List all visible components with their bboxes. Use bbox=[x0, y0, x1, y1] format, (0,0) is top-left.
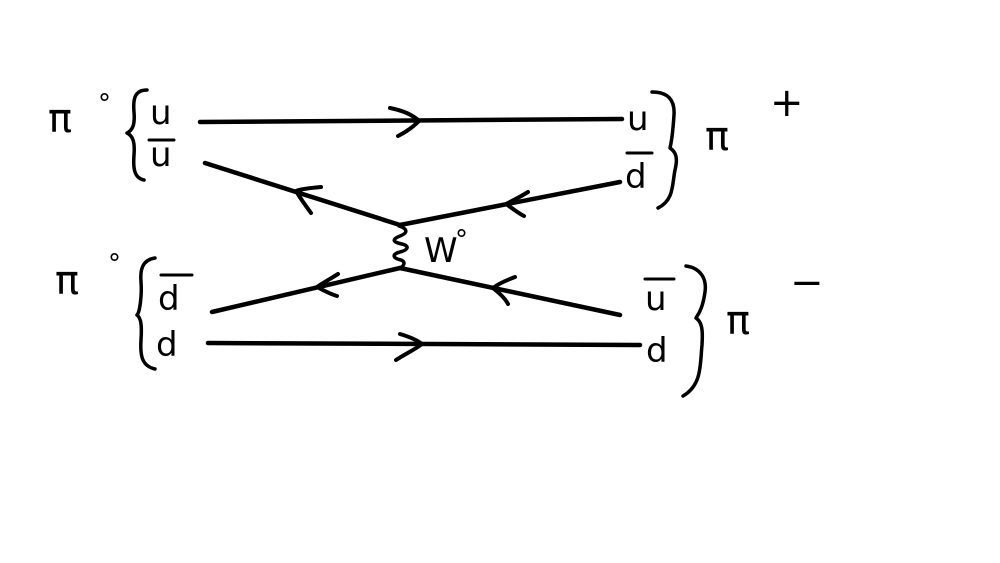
pion-top-right-charge: + bbox=[770, 80, 804, 126]
pion-top-right: u d π + bbox=[625, 80, 804, 210]
pion-bottom-right: u d π − bbox=[643, 260, 824, 398]
pion-top-left: π ° u u bbox=[48, 88, 176, 182]
quark-ubar-top-left: u bbox=[150, 135, 172, 175]
line-ubar-bottom-right bbox=[397, 265, 623, 318]
pion-bottom-left-charge: ° bbox=[108, 249, 121, 279]
pion-top-right-symbol: π bbox=[705, 114, 729, 160]
arrow-left-top-right bbox=[504, 190, 530, 218]
pion-bottom-right-charge: − bbox=[790, 260, 824, 306]
brace-bottom-right bbox=[681, 264, 708, 398]
w-boson-charge: ° bbox=[455, 225, 468, 255]
pion-top-left-symbol: π bbox=[48, 96, 72, 142]
quark-ubar-bottom-right: u bbox=[645, 279, 667, 319]
arrow-left-bottom-right bbox=[491, 275, 517, 306]
fermion-lines bbox=[197, 106, 643, 362]
wavy-line-icon bbox=[392, 224, 409, 270]
arrow-right-bottom bbox=[394, 332, 424, 362]
brace-top-right bbox=[650, 90, 679, 210]
pion-bottom-right-symbol: π bbox=[726, 298, 750, 344]
pion-top-left-charge: ° bbox=[98, 89, 111, 119]
quark-u-top-left: u bbox=[150, 93, 172, 133]
w-boson-label: W bbox=[424, 231, 458, 271]
brace-top-left bbox=[125, 88, 149, 182]
line-ubar-top-left bbox=[202, 160, 403, 228]
quark-dbar-top-right: d bbox=[625, 157, 647, 197]
quark-d-bottom-right: d bbox=[646, 331, 668, 371]
arrow-left-top-left bbox=[294, 185, 323, 215]
arrow-right-top bbox=[388, 106, 421, 138]
pion-bottom-left-symbol: π bbox=[55, 258, 79, 304]
line-dbar-bottom-left bbox=[209, 265, 403, 315]
quark-dbar-bottom-left: d bbox=[158, 279, 180, 319]
w-boson-propagator: W ° bbox=[392, 224, 468, 271]
arrow-left-bottom-left bbox=[315, 272, 340, 298]
quark-d-bottom-left: d bbox=[156, 325, 178, 365]
pion-bottom-left: π ° d d bbox=[55, 249, 194, 371]
quark-u-top-right: u bbox=[627, 99, 649, 139]
brace-bottom-left bbox=[135, 256, 157, 371]
line-u-top bbox=[197, 116, 625, 125]
